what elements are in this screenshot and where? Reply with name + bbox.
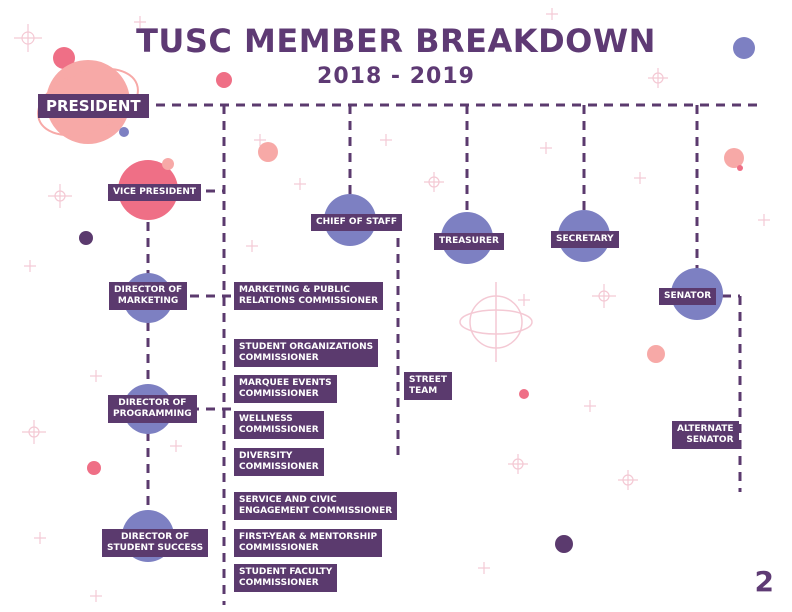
commissioner-label: DIVERSITY COMMISSIONER: [234, 448, 324, 476]
treasurer-label: TREASURER: [434, 233, 504, 250]
commissioner-label: SERVICE AND CIVIC ENGAGEMENT COMMISSIONE…: [234, 492, 398, 520]
commissioner-label: MARKETING & PUBLIC RELATIONS COMMISSIONE…: [234, 282, 384, 310]
ringed-planet-outline-decoration: [459, 282, 533, 362]
page-number: 2: [754, 565, 774, 598]
connector-lines: [140, 103, 758, 605]
chief-of-staff-label: CHIEF OF STAFF: [311, 214, 403, 231]
chart-subtitle: 2018 - 2019: [317, 64, 475, 89]
vice-president-moon: [162, 158, 174, 170]
commissioner-label: FIRST-YEAR & MENTORSHIP COMMISSIONER: [234, 529, 383, 557]
sparkle-decorations: [14, 8, 770, 602]
street-team-label: STREET TEAM: [404, 372, 452, 400]
commissioner-label: WELLNESS COMMISSIONER: [234, 411, 324, 439]
alternate-senator-label: ALTERNATE SENATOR: [672, 421, 739, 449]
president-label: PRESIDENT: [38, 94, 149, 118]
chart-title: TUSC MEMBER BREAKDOWN: [136, 22, 656, 60]
director-of-programming-label: DIRECTOR OF PROGRAMMING: [108, 395, 197, 423]
dot-decorations: [53, 37, 755, 553]
director-of-student-success-label: DIRECTOR OF STUDENT SUCCESS: [102, 529, 209, 557]
commissioner-label: STUDENT ORGANIZATIONS COMMISSIONER: [234, 339, 379, 367]
commissioner-label: STUDENT FACULTY COMMISSIONER: [234, 564, 338, 592]
commissioner-label: MARQUEE EVENTS COMMISSIONER: [234, 375, 337, 403]
secretary-label: SECRETARY: [551, 231, 619, 248]
vice-president-label: VICE PRESIDENT: [108, 184, 201, 201]
senator-label: SENATOR: [659, 288, 717, 305]
director-of-marketing-label: DIRECTOR OF MARKETING: [109, 282, 188, 310]
